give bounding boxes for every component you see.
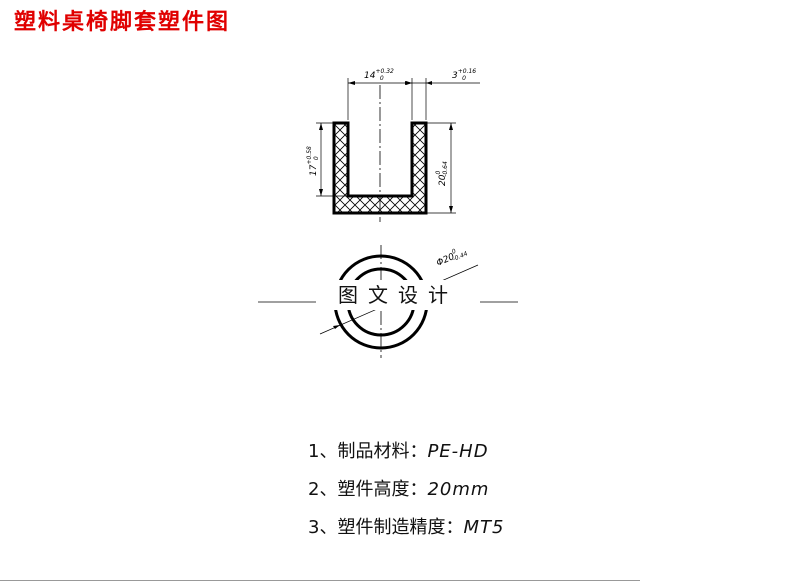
technical-notes: 1、制品材料：PE-HD 2、塑件高度：20mm 3、塑件制造精度：MT5 [308, 438, 504, 552]
note-height-value: 20mm [427, 479, 490, 500]
drawing-title: 塑料桌椅脚套塑件图 [14, 9, 231, 35]
svg-text:3+0.160: 3+0.160 [452, 68, 476, 82]
dim-inner-depth: 17+0.580 [306, 122, 348, 197]
note-material-value: PE-HD [427, 441, 489, 462]
dim-inner-width-base: 14 [364, 71, 376, 81]
dim-height: 200-0.64 [426, 122, 456, 214]
dim-inner-width-lower: 0 [380, 75, 384, 82]
dim-wall-base: 3 [452, 71, 458, 81]
note-material-label: 1、制品材料： [308, 441, 428, 462]
svg-text:17+0.580: 17+0.580 [306, 146, 320, 176]
dim-inner-width-upper: +0.32 [375, 68, 394, 75]
dim-height-base: 20 [438, 174, 448, 186]
dim-inner-depth-lower: 0 [313, 156, 320, 160]
note-height: 2、塑件高度：20mm [308, 476, 504, 514]
dim-inner-depth-upper: +0.58 [306, 146, 313, 165]
note-precision: 3、塑件制造精度：MT5 [308, 514, 504, 552]
dim-height-upper: 0 [435, 171, 442, 175]
note-precision-label: 3、塑件制造精度： [308, 517, 464, 538]
svg-text:200-0.64: 200-0.64 [435, 161, 449, 186]
dim-wall-upper: +0.16 [458, 68, 477, 75]
note-height-label: 2、塑件高度： [308, 479, 428, 500]
svg-text:14+0.320: 14+0.320 [364, 68, 394, 82]
note-material: 1、制品材料：PE-HD [308, 438, 504, 476]
watermark-label: 图文设计 [318, 280, 478, 310]
svg-text:Φ200-0.44: Φ200-0.44 [434, 244, 469, 270]
sleeve-section-hatched [332, 121, 428, 215]
dim-inner-depth-base: 17 [309, 164, 319, 176]
note-precision-value: MT5 [463, 517, 505, 538]
dim-diameter-upper: 0 [451, 248, 458, 256]
dim-height-lower: -0.64 [442, 161, 449, 177]
dim-wall-lower: 0 [462, 75, 466, 82]
bottom-divider [0, 580, 640, 581]
